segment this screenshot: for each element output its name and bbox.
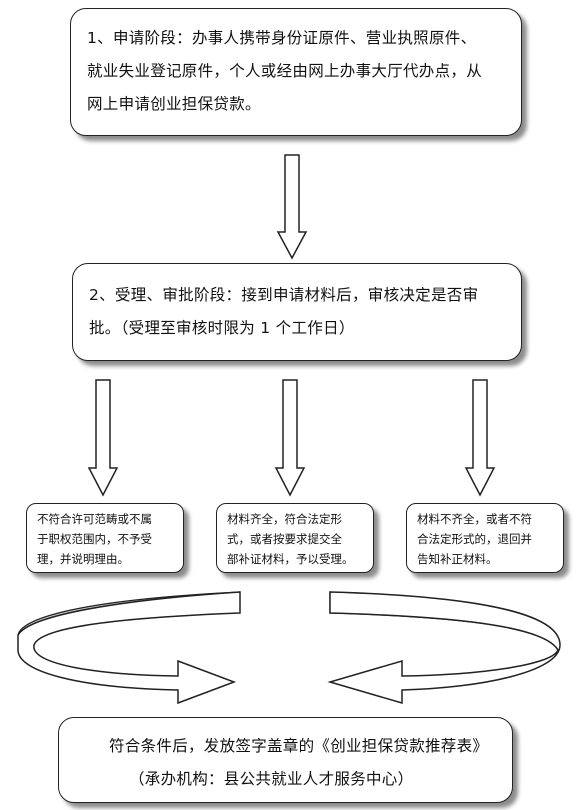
outcome-line: 式，或者按要求提交全 (227, 532, 342, 546)
step2-line: 2、受理、审批阶段：接到申请材料后，审核决定是否审 (89, 286, 479, 304)
final-issue-box: 符合条件后，发放签字盖章的《创业担保贷款推荐表》 （承办机构：县公共就业人才服务… (58, 717, 513, 803)
outcome-line: 部补证材料，予以受理。 (227, 552, 354, 566)
outcome-accepted-box: 材料齐全，符合法定形 式，或者按要求提交全 部补证材料，予以受理。 (216, 503, 374, 573)
outcome-line: 不符合许可范畴或不属 (37, 512, 152, 526)
down-arrow-to-outcome-3 (464, 379, 496, 497)
curved-arrow-right (327, 591, 561, 704)
outcome-line: 理，并说明理由。 (37, 552, 129, 566)
down-arrow-to-outcome-1 (87, 379, 119, 497)
step2-review-box: 2、受理、审批阶段：接到申请材料后，审核决定是否审 批。（受理至审核时限为 1 … (72, 263, 522, 361)
curved-arrow-left (17, 591, 241, 705)
outcome-line: 材料不齐全，或者不符 (417, 512, 532, 526)
outcome-rejected-box: 不符合许可范畴或不属 于职权范围内，不予受 理，并说明理由。 (26, 503, 184, 573)
outcome-returned-box: 材料不齐全，或者不符 合法定形式的，退回并 告知补正材料。 (406, 503, 564, 573)
step2-line: 批。（受理至审核时限为 1 个工作日） (89, 319, 355, 337)
outcome-line: 于职权范围内，不予受 (37, 532, 152, 546)
final-agency-line: （承办机构：县公共就业人才服务中心） (129, 770, 414, 788)
down-arrow-step1-to-step2 (276, 154, 308, 260)
outcome-line: 材料齐全，符合法定形 (227, 512, 342, 526)
step1-line: 1、申请阶段：办事人携带身份证原件、营业执照原件、 (87, 29, 477, 47)
outcome-line: 合法定形式的，退回并 (417, 532, 532, 546)
step1-line: 网上申请创业担保贷款。 (87, 95, 261, 113)
final-line: 符合条件后，发放签字盖章的《创业担保贷款推荐表》 (109, 737, 489, 755)
down-arrow-to-outcome-2 (274, 379, 306, 497)
step1-application-box: 1、申请阶段：办事人携带身份证原件、营业执照原件、 就业失业登记原件，个人或经由… (70, 8, 522, 136)
step1-line: 就业失业登记原件，个人或经由网上办事大厅代办点，从 (87, 62, 483, 80)
outcome-line: 告知补正材料。 (417, 552, 498, 566)
